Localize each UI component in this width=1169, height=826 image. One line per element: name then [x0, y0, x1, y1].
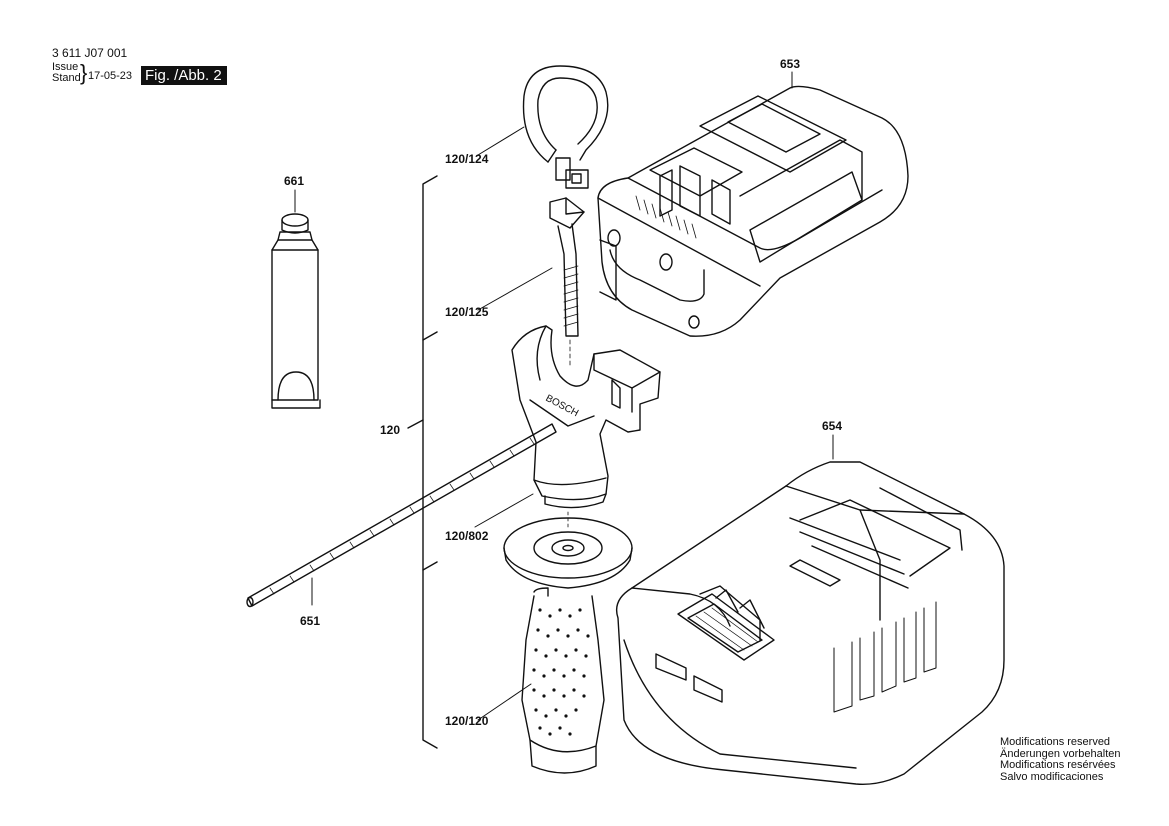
figure-label: Fig. /Abb. 2 [141, 66, 227, 85]
callout-661: 661 [284, 174, 305, 188]
leader-lines [295, 72, 833, 720]
modifications-line-es: Salvo modificaciones [1000, 770, 1104, 783]
callout-120-802: 120/802 [445, 529, 489, 543]
depth-rod-651 [247, 424, 556, 607]
clamp-band [524, 66, 608, 188]
modifications-line-en: Modifications reserved [1000, 736, 1111, 748]
document-header: 3 611 J07 001 Issue Stand } 17-05-23 Fig… [48, 46, 248, 94]
modifications-line-de: Änderungen vorbehalten [1000, 747, 1121, 760]
modifications-notice: Modifications reserved Änderungen vorbeh… [1000, 736, 1121, 783]
battery-pack-653 [598, 86, 908, 336]
callout-654: 654 [822, 419, 843, 433]
callout-120: 120 [380, 423, 401, 437]
issue-label: Issue [52, 61, 79, 73]
handle-holder: BOSCH [512, 326, 660, 508]
svg-text:BOSCH: BOSCH [544, 393, 581, 419]
assembly-bracket-120 [408, 176, 437, 748]
callout-120-120: 120/120 [445, 714, 489, 728]
charger-654 [617, 462, 1004, 784]
grease-tube-661 [272, 214, 320, 408]
modifications-line-fr: Modifications resérvées [1000, 759, 1116, 771]
callout-120-125: 120/125 [445, 305, 489, 319]
document-number: 3 611 J07 001 [52, 46, 128, 60]
brace-glyph: } [80, 60, 88, 85]
issue-date: 17-05-23 [88, 70, 133, 82]
issue-stand-labels: Issue Stand [52, 62, 81, 84]
grip-120-120 [504, 512, 632, 773]
stand-label: Stand [52, 72, 81, 84]
callout-651: 651 [300, 614, 321, 628]
callout-653: 653 [780, 57, 801, 71]
clamp-bolt [550, 198, 584, 368]
callout-120-124: 120/124 [445, 152, 489, 166]
